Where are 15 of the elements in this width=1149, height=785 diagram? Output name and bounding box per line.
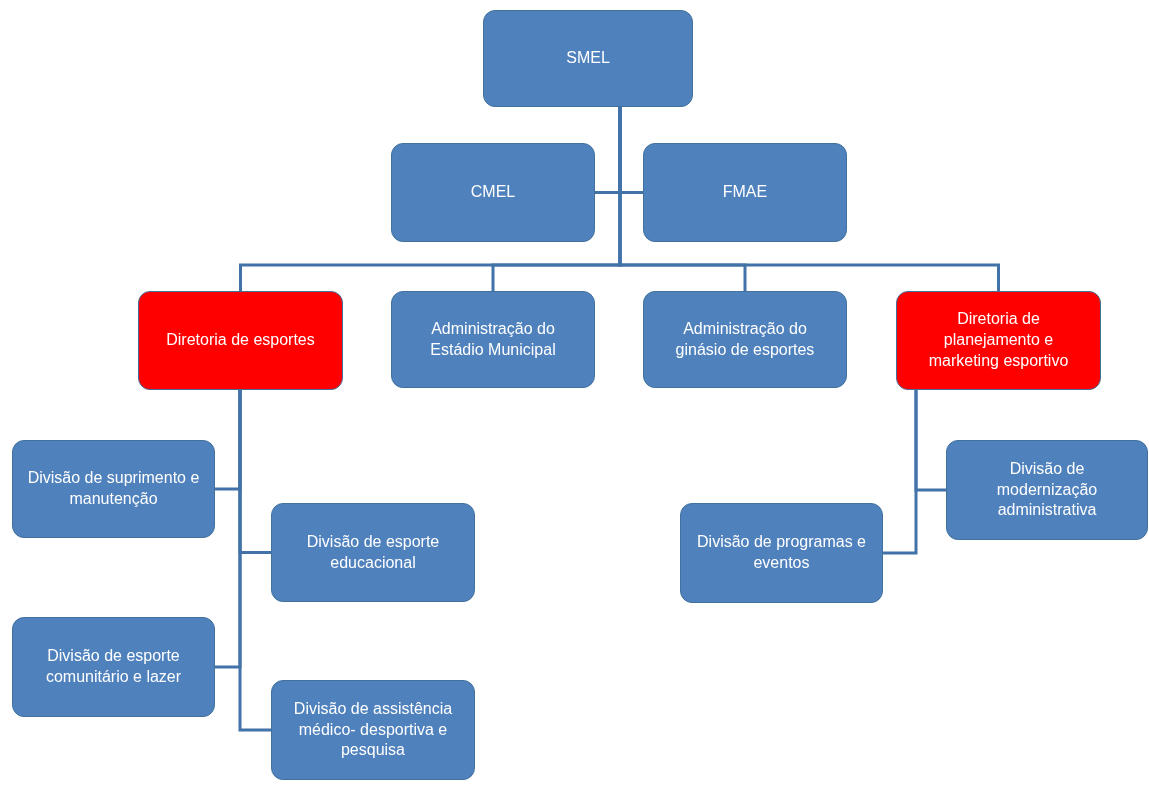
org-box: Divisão de programas e eventos	[680, 503, 883, 603]
org-box: Diretoria de esportes	[138, 291, 343, 390]
org-box: Divisão de esporte comunitário e lazer	[12, 617, 215, 717]
org-box: Administração do Estádio Municipal	[391, 291, 595, 388]
org-box: CMEL	[391, 143, 595, 242]
org-box: Divisão de modernização administrativa	[946, 440, 1148, 540]
org-box: Divisão de esporte educacional	[271, 503, 475, 602]
org-box: SMEL	[483, 10, 693, 107]
org-box: Divisão de assistência médico- desportiva e pesquisa	[271, 680, 475, 780]
connector-line	[883, 390, 918, 555]
org-box: FMAE	[643, 143, 847, 242]
connector-line	[238, 390, 271, 732]
org-box: Administração do ginásio de esportes	[643, 291, 847, 388]
org-box: Divisão de suprimento e manutenção	[12, 440, 215, 538]
org-box: Diretoria de planejamento e marketing esportivo	[896, 291, 1101, 390]
